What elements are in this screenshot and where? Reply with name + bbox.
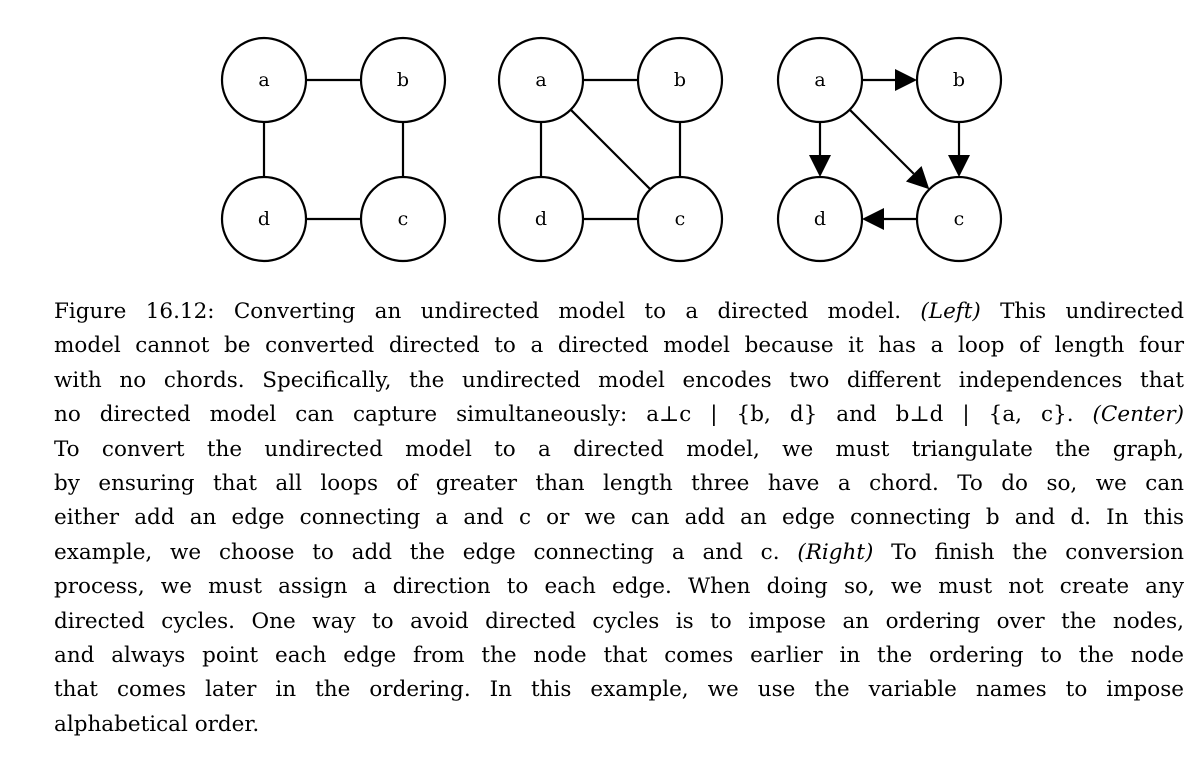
caption-line: and always point each edge from the node… [54, 639, 1184, 673]
caption-line: example, we choose to add the edge conne… [54, 536, 1184, 570]
node-b-circle [636, 36, 724, 124]
node-d-circle [497, 175, 585, 263]
node-c-label: c [954, 208, 965, 230]
node-c-circle [359, 175, 447, 263]
caption-text: model cannot be converted directed to a … [54, 333, 1184, 359]
caption-text: directed cycles. One way to avoid direct… [54, 608, 1184, 634]
caption-line: alphabetical order. [54, 708, 1184, 742]
caption-text: either add an edge connecting a and c or… [54, 505, 1184, 531]
node-b-label: b [953, 69, 965, 91]
node-b-label: b [397, 69, 409, 91]
arrowhead-a-b [895, 69, 917, 91]
caption-line: To convert the undirected model to a dir… [54, 433, 1184, 467]
graph-right: a b c d [776, 36, 1003, 263]
caption-text: alphabetical order. [54, 711, 260, 737]
caption-emphasis: (Right) [797, 539, 874, 565]
caption-line: process, we must assign a direction to e… [54, 570, 1184, 604]
caption-line: Figure 16.12: Converting an undirected m… [54, 295, 1184, 329]
node-b-circle [915, 36, 1003, 124]
caption-emphasis: (Left) [920, 299, 981, 324]
graphs-panel: a b c d a b c d a b c d [220, 36, 1003, 263]
node-c-circle [636, 175, 724, 263]
caption-line: no directed model can capture simultaneo… [54, 398, 1184, 432]
edge-a-c [569, 108, 652, 191]
graph-center: a b c d [497, 36, 724, 263]
caption-text: This undirected [980, 299, 1184, 324]
caption-emphasis: (Center) [1092, 402, 1184, 428]
node-d-circle [776, 175, 864, 263]
node-b-circle [359, 36, 447, 124]
caption-text: no directed model can capture simultaneo… [54, 402, 1093, 428]
graph-left: a b c d [220, 36, 447, 263]
node-c-label: c [398, 208, 409, 230]
node-a-circle [220, 36, 308, 124]
node-c-circle [915, 175, 1003, 263]
edge-a-c [848, 108, 915, 175]
figure-caption: Figure 16.12: Converting an undirected m… [54, 295, 1184, 742]
node-d-label: d [535, 208, 547, 230]
caption-line: directed cycles. One way to avoid direct… [54, 605, 1184, 639]
caption-text: To finish the conversion [873, 539, 1184, 565]
node-c-label: c [675, 208, 686, 230]
node-a-label: a [258, 69, 269, 91]
caption-text: with no chords. Specifically, the undire… [54, 367, 1184, 393]
caption-line: with no chords. Specifically, the undire… [54, 364, 1184, 398]
node-d-circle [220, 175, 308, 263]
arrowhead-c-d [862, 208, 884, 230]
arrowhead-b-c [948, 155, 970, 177]
caption-line: model cannot be converted directed to a … [54, 329, 1184, 363]
caption-line: either add an edge connecting a and c or… [54, 501, 1184, 535]
node-a-label: a [814, 69, 825, 91]
caption-text: by ensuring that all loops of greater th… [54, 470, 1184, 496]
node-a-label: a [535, 69, 546, 91]
caption-text: To convert the undirected model to a dir… [54, 436, 1184, 462]
caption-text: that comes later in the ordering. In thi… [54, 677, 1184, 703]
caption-text: process, we must assign a direction to e… [54, 574, 1184, 600]
arrowhead-a-c [905, 165, 930, 190]
caption-line: that comes later in the ordering. In thi… [54, 673, 1184, 707]
node-d-label: d [258, 208, 270, 230]
caption-text: and always point each edge from the node… [54, 642, 1184, 668]
node-d-label: d [814, 208, 826, 230]
arrowhead-a-d [809, 155, 831, 177]
caption-line: by ensuring that all loops of greater th… [54, 467, 1184, 501]
node-b-label: b [674, 69, 686, 91]
caption-text: example, we choose to add the edge conne… [54, 539, 798, 565]
node-a-circle [776, 36, 864, 124]
caption-text: Figure 16.12: Converting an undirected m… [54, 299, 921, 324]
node-a-circle [497, 36, 585, 124]
